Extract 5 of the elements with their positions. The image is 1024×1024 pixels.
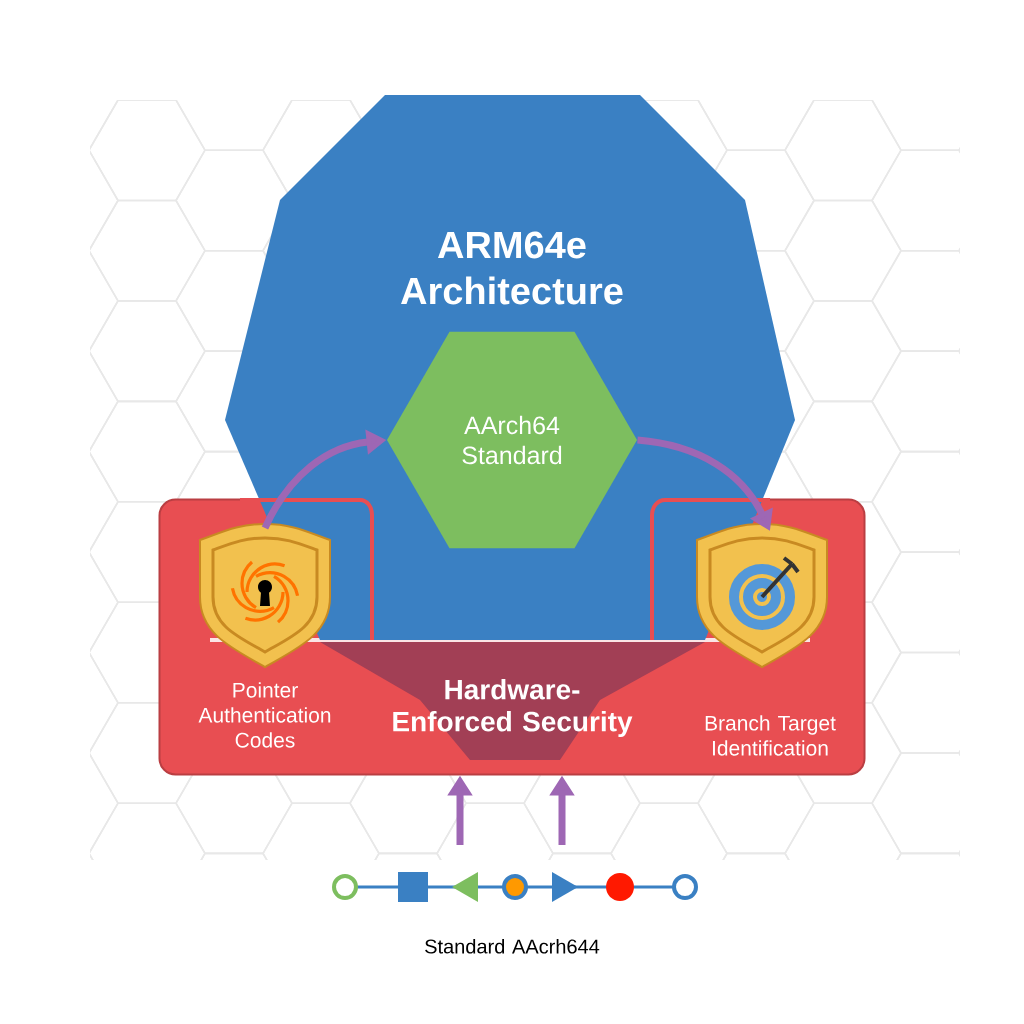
hexagon: AArch64 Standard [387, 331, 637, 549]
strip-label: Standard AAcrh644 [425, 938, 600, 954]
band-title: Hardware-Enforced Security [393, 678, 633, 738]
shield-label: Pointer Authentication Codes [198, 682, 331, 748]
shield-label: Branch Target Identification [705, 715, 836, 756]
